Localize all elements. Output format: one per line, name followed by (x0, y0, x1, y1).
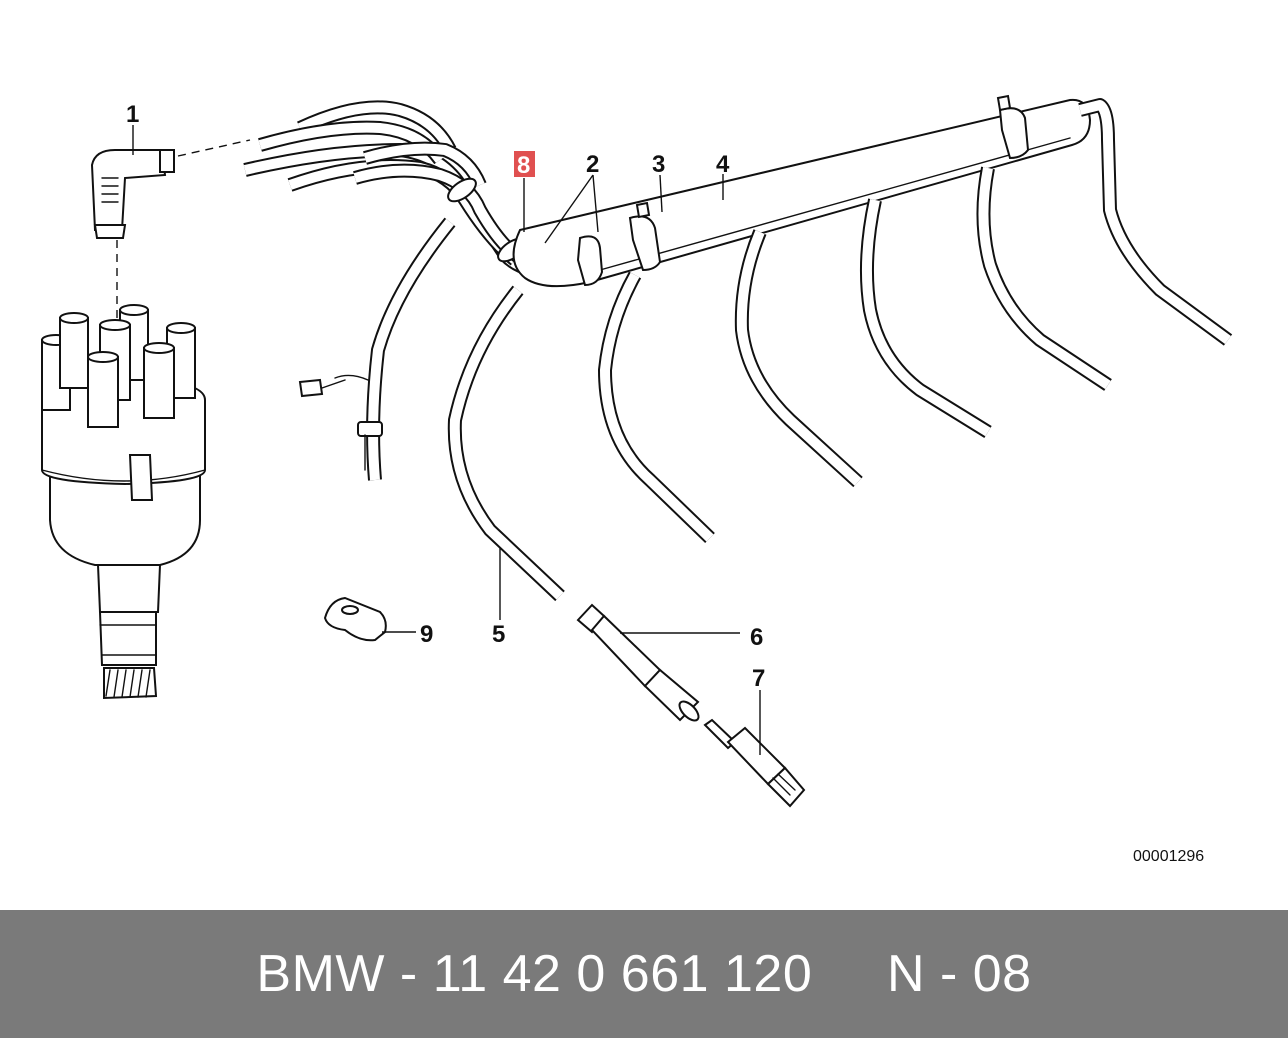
callout-5[interactable]: 5 (492, 621, 505, 648)
bracket-part (323, 596, 387, 642)
highlight-marker (514, 151, 535, 177)
spark-plug-part (703, 718, 806, 808)
callout-4[interactable]: 4 (716, 151, 730, 178)
callout-6[interactable]: 6 (750, 624, 763, 651)
part-number-banner: BMW - 11 42 0 661 120 N - 08 (0, 910, 1288, 1038)
callout-3[interactable]: 3 (652, 151, 665, 178)
callouts: 1 2 3 4 5 6 7 8 9 (126, 101, 765, 692)
callout-1[interactable]: 1 (126, 101, 139, 128)
parts-diagram: .ln { fill: none; stroke: #111; stroke-w… (41, 94, 1233, 865)
callout-8[interactable]: 8 (517, 152, 530, 179)
callout-2[interactable]: 2 (586, 151, 599, 178)
diagram-reference-code: 00001296 (1133, 848, 1205, 865)
main-harness-tube (512, 94, 1233, 346)
plug-connector-part (576, 603, 700, 722)
callout-7[interactable]: 7 (752, 665, 765, 692)
part-number-text: BMW - 11 42 0 661 120 N - 08 (256, 945, 1032, 1003)
coil-boot-part (90, 139, 251, 239)
distributor-assembly (41, 240, 206, 700)
leader-lines (132, 125, 761, 755)
drop-wires (298, 166, 1112, 602)
wire-bundle (243, 100, 561, 282)
ignition-harness-drawing: .ln { fill: none; stroke: #111; stroke-w… (41, 94, 1233, 808)
callout-9[interactable]: 9 (420, 621, 433, 648)
